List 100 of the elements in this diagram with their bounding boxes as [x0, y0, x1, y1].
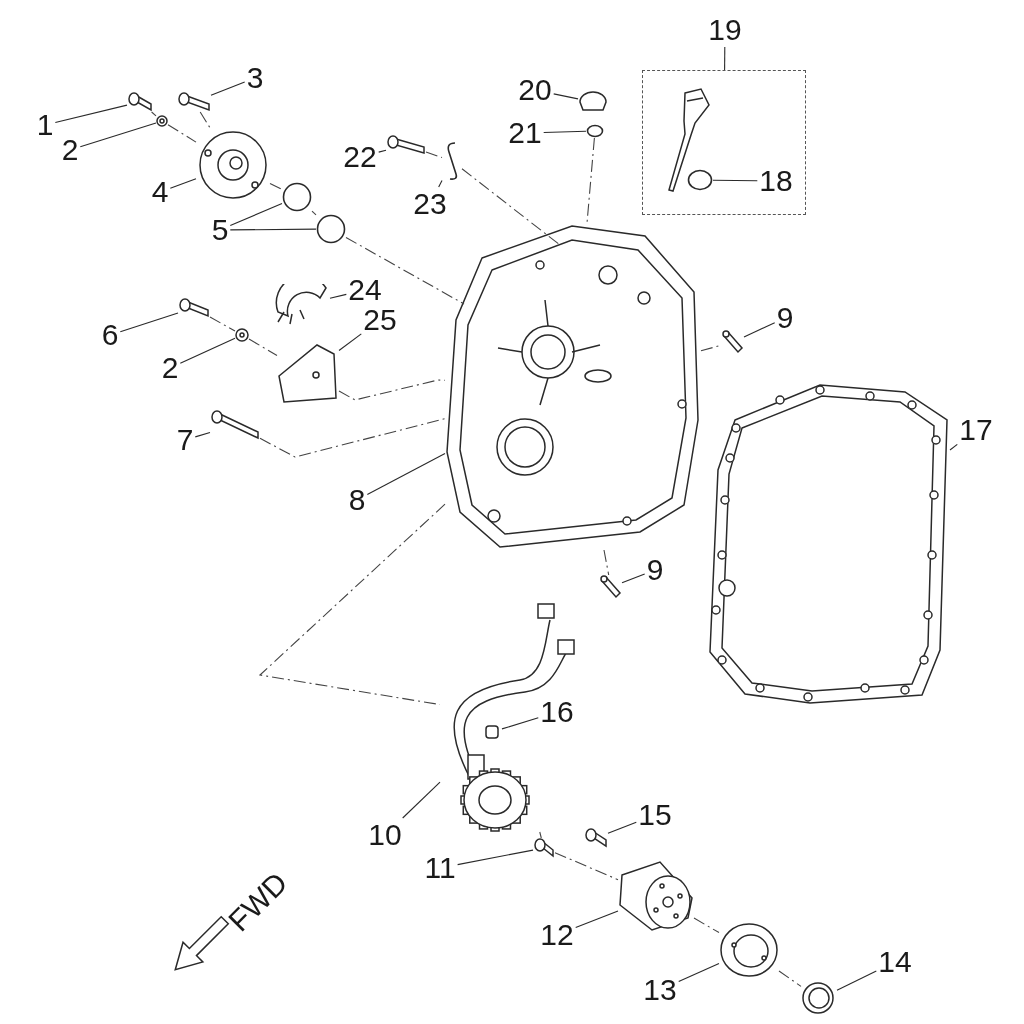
leader-line: [724, 46, 726, 71]
bolt-drawing: [386, 135, 426, 155]
callout-number: 16: [540, 697, 574, 727]
crankcase-cover-drawing: [445, 222, 701, 550]
leader-line: [438, 179, 443, 188]
assembly-centerline: [693, 917, 720, 934]
leader-line: [179, 337, 236, 364]
leader-line: [229, 202, 283, 227]
bolt-drawing: [177, 92, 211, 112]
callout-number: 1: [36, 110, 54, 140]
leader-line: [457, 849, 534, 866]
leader-line: [378, 149, 387, 153]
leader-line: [329, 293, 347, 299]
leader-line: [501, 717, 539, 730]
callout-number: 3: [246, 63, 264, 93]
callout-number: 13: [643, 975, 677, 1005]
callout-number: 2: [61, 135, 79, 165]
callout-number: 18: [759, 166, 793, 196]
leader-line: [836, 970, 877, 991]
assembly-centerline: [209, 316, 236, 332]
dipstick-drawing: [665, 85, 713, 195]
assembly-centerline: [311, 210, 317, 216]
callout-number: 22: [343, 142, 377, 172]
assembly-centerline: [259, 418, 446, 458]
bolt-drawing: [584, 828, 608, 848]
bracket-plate-drawing: [277, 342, 339, 405]
leader-line: [79, 122, 157, 148]
leader-line: [743, 322, 776, 338]
callout-number: 2: [161, 353, 179, 383]
assembly-centerline: [167, 124, 197, 143]
leader-line: [607, 821, 637, 834]
leader-line: [229, 228, 317, 231]
leader-line: [194, 431, 211, 438]
assembly-centerline: [248, 338, 278, 356]
plug-drawing: [578, 90, 608, 114]
kit-frame: [642, 70, 806, 215]
callout-number: 9: [646, 555, 664, 585]
cap-cover-drawing: [196, 129, 270, 201]
assembly-centerline: [338, 379, 446, 401]
leader-line: [338, 333, 362, 352]
assembly-centerline: [345, 236, 465, 305]
bolt-drawing: [127, 92, 153, 112]
leader-line: [366, 453, 446, 496]
bolt-drawing: [178, 298, 210, 318]
callout-number: 5: [211, 215, 229, 245]
o-ring-drawing: [586, 124, 604, 138]
assembly-centerline: [425, 151, 443, 159]
callout-number: 17: [959, 415, 993, 445]
callout-number: 25: [363, 305, 397, 335]
leader-line: [553, 93, 579, 100]
leader-line: [402, 781, 441, 819]
washer-drawing: [235, 328, 249, 342]
bolt-drawing: [533, 838, 555, 858]
assembly-centerline: [778, 970, 802, 987]
assembly-centerline: [603, 549, 610, 576]
callout-number: 8: [348, 485, 366, 515]
clip-drawing: [274, 284, 330, 326]
callout-number: 12: [540, 920, 574, 950]
callout-number: 24: [348, 275, 382, 305]
leader-line: [210, 81, 246, 96]
assembly-centerline: [461, 168, 561, 246]
dowel-pin-drawing: [600, 575, 622, 599]
callout-number: 19: [708, 15, 742, 45]
assembly-centerline: [199, 111, 212, 130]
o-ring-drawing: [282, 182, 312, 212]
assembly-centerline: [539, 831, 542, 839]
bolt-drawing: [210, 410, 260, 440]
dowel-pin-drawing: [722, 330, 744, 354]
callout-number: 20: [518, 75, 552, 105]
callout-number: 14: [878, 947, 912, 977]
o-ring-drawing: [687, 169, 713, 191]
leader-line: [543, 130, 587, 134]
wire-clamp-drawing: [482, 722, 502, 742]
callout-number: 15: [638, 800, 672, 830]
callout-number: 6: [101, 320, 119, 350]
callout-number: 10: [368, 820, 402, 850]
assembly-centerline: [269, 182, 283, 191]
callout-number: 21: [508, 118, 542, 148]
o-ring-drawing: [316, 214, 346, 244]
callout-number: 7: [176, 425, 194, 455]
leader-line: [575, 910, 619, 929]
assembly-centerline: [586, 137, 595, 223]
assembly-centerline: [151, 111, 157, 117]
leader-line: [949, 443, 958, 451]
flywheel-drawing: [618, 860, 694, 932]
seal-drawing: [801, 981, 837, 1017]
leader-line: [712, 179, 758, 182]
leader-line: [54, 104, 128, 124]
callout-number: 11: [424, 853, 456, 883]
leader-line: [621, 573, 646, 584]
leader-line: [119, 312, 179, 333]
callout-number: 4: [151, 177, 169, 207]
assembly-centerline: [258, 503, 446, 706]
assembly-centerline: [554, 852, 619, 881]
plate-drawing: [719, 922, 779, 978]
leader-line: [678, 962, 720, 983]
gasket-drawing: [706, 382, 950, 706]
washer-drawing: [156, 115, 168, 127]
callout-number: 9: [776, 303, 794, 333]
callout-number: 23: [413, 189, 447, 219]
